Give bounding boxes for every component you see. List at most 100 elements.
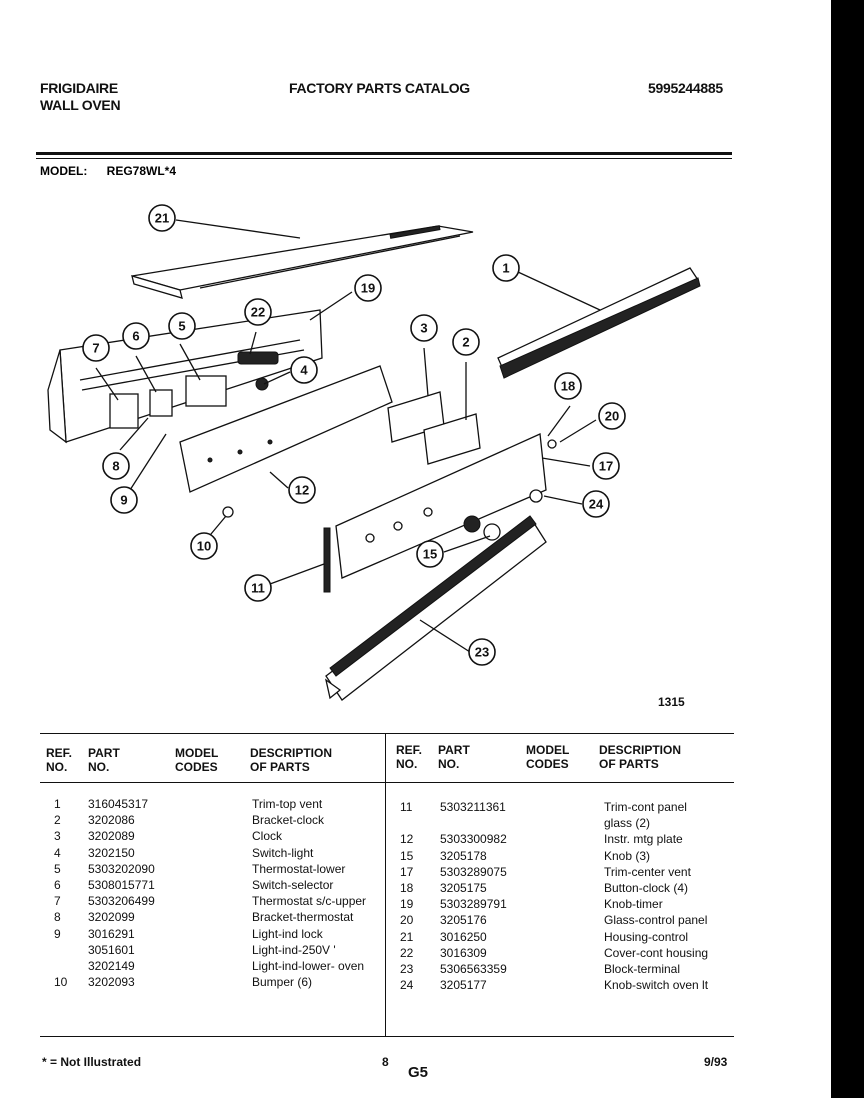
- callout-10: 10: [190, 532, 218, 560]
- callout-9: 9: [110, 486, 138, 514]
- ref-cell: 4: [54, 845, 61, 860]
- callout-1: 1: [492, 254, 520, 282]
- part-number-cell: 3051601: [88, 942, 135, 957]
- cover-housing-drawing: [131, 225, 474, 299]
- callout-24: 24: [582, 490, 610, 518]
- svg-text:1: 1: [502, 261, 509, 276]
- part-number-cell: 5303300982: [440, 832, 507, 847]
- description-cell: Knob-timer: [604, 897, 663, 912]
- mounting-plate-drawing: [179, 365, 393, 493]
- description-cell: Cover-cont housing: [604, 945, 709, 960]
- svg-text:4: 4: [300, 363, 308, 378]
- ref-cell: 23: [400, 962, 414, 976]
- part-number-cell: 5303202090: [88, 861, 155, 876]
- svg-text:10: 10: [197, 539, 211, 554]
- part-number-cell: 3205177: [440, 978, 487, 993]
- description-cell: Block-terminal: [604, 962, 681, 976]
- description-cell: Clock: [252, 829, 283, 844]
- ref-cell: 15: [400, 848, 414, 863]
- description-cell: Bracket-clock: [252, 813, 325, 828]
- part-number-cell: 3016250: [440, 929, 487, 944]
- knob-switch-drawing: [529, 489, 543, 503]
- callout-21: 19: [354, 274, 382, 302]
- svg-text:21: 21: [155, 211, 169, 226]
- part-number-cell: 3016309: [440, 945, 487, 960]
- ref-cell: 12: [400, 832, 414, 847]
- ref-cell: 3: [54, 829, 61, 844]
- control-panel-glass-drawing: [335, 433, 547, 579]
- callout-20: 18: [554, 372, 582, 400]
- callout-22: 21: [148, 204, 176, 232]
- figure-number: 1315: [658, 695, 685, 709]
- svg-text:19: 19: [361, 281, 375, 296]
- svg-text:2: 2: [462, 335, 469, 350]
- catalog-page: FRIGIDAIRE WALL OVEN FACTORY PARTS CATAL…: [0, 0, 831, 1098]
- callout-11: 11: [244, 574, 272, 602]
- section-code: G5: [408, 1064, 429, 1081]
- svg-text:3: 3: [420, 321, 427, 336]
- exploded-parts-diagram: 21 1 19 22 5 6 7 3 2 4 18 20 17 24 8 9 1…: [47, 204, 701, 709]
- svg-text:12: 12: [295, 483, 309, 498]
- part-number-cell: 3202089: [88, 829, 135, 844]
- clock-drawing: [387, 391, 481, 465]
- part-number-cell: 316045317: [88, 797, 149, 811]
- description-cell: Thermostat s/c-upper: [252, 894, 367, 909]
- bumper-drawing: [222, 506, 234, 518]
- callout-8: 8: [102, 452, 130, 480]
- description-cell: Switch-selector: [252, 878, 334, 892]
- part-number-cell: 5303289075: [440, 864, 507, 879]
- description-cell: glass (2): [604, 816, 651, 831]
- thermostat-switch-drawing: [109, 375, 269, 429]
- terminal-block-drawing: [237, 351, 279, 365]
- ref-cell: 24: [400, 978, 414, 993]
- callout-4: 4: [290, 356, 318, 384]
- page-title: FACTORY PARTS CATALOG: [289, 80, 470, 96]
- description-cell: Trim-cont panel: [604, 800, 687, 814]
- header-rule: [36, 152, 732, 155]
- callout-23: 22: [244, 298, 272, 326]
- footnote: * = Not Illustrated: [42, 1055, 142, 1069]
- ref-cell: 21: [400, 929, 414, 944]
- svg-text:9: 9: [120, 493, 127, 508]
- callout-7: 7: [82, 334, 110, 362]
- svg-text:17: 17: [599, 459, 613, 474]
- svg-text:24: 24: [589, 497, 604, 512]
- svg-text:15: 15: [423, 547, 437, 562]
- table-column-divider: [385, 734, 386, 1036]
- ref-cell: 19: [400, 897, 414, 912]
- part-number-cell: 5303211361: [440, 800, 506, 814]
- part-number-cell: 5303289791: [440, 897, 507, 912]
- ref-cell: 10: [54, 975, 68, 990]
- description-cell: Light-ind lock: [252, 926, 323, 941]
- revision-date: 9/93: [704, 1055, 728, 1069]
- description-cell: Trim-center vent: [604, 864, 691, 879]
- header-ref-right: REF.NO.: [396, 743, 423, 771]
- part-number-cell: 5306563359: [440, 962, 507, 976]
- header-rule-thin: [36, 158, 732, 159]
- brand-label: FRIGIDAIRE: [40, 80, 118, 96]
- description-cell: Trim-top vent: [252, 797, 323, 811]
- ref-cell: 11: [400, 800, 413, 814]
- svg-text:8: 8: [112, 459, 119, 474]
- callout-5: 5: [168, 312, 196, 340]
- description-cell: Button-clock (4): [604, 881, 689, 895]
- callout-leaders: [95, 219, 601, 653]
- ref-cell: 9: [54, 926, 61, 941]
- ref-cell: 6: [54, 878, 61, 892]
- knob-timer-drawing: [547, 439, 557, 449]
- part-number-cell: 3205178: [440, 848, 487, 863]
- svg-text:20: 20: [605, 409, 619, 424]
- part-number-cell: 3202099: [88, 910, 135, 925]
- center-vent-drawing: [324, 515, 547, 701]
- page-number: 8: [382, 1055, 389, 1069]
- part-number-cell: 3202093: [88, 975, 135, 990]
- svg-text:11: 11: [251, 581, 265, 596]
- product-label: WALL OVEN: [40, 97, 121, 113]
- ref-cell: 17: [400, 864, 414, 879]
- callout-3: 3: [410, 314, 438, 342]
- description-cell: Light-ind-250V ': [252, 942, 336, 957]
- ref-cell: 20: [400, 913, 414, 928]
